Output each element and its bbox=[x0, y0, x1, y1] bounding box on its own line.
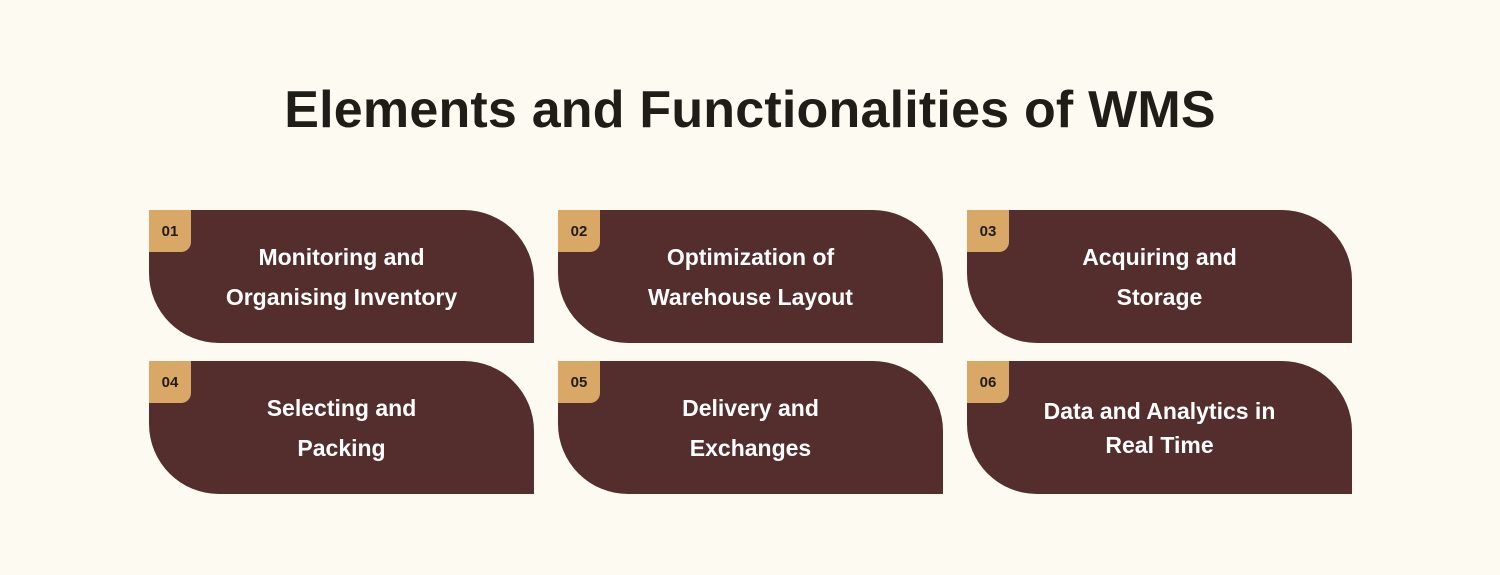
card-number-badge: 03 bbox=[967, 210, 1009, 252]
page-title: Elements and Functionalities of WMS bbox=[284, 81, 1216, 139]
card-number-badge: 02 bbox=[558, 210, 600, 252]
card-number-badge: 05 bbox=[558, 361, 600, 403]
card-label: Data and Analytics in Real Time bbox=[1043, 397, 1276, 458]
card-warehouse-layout: 02 Optimization of Warehouse Layout bbox=[558, 210, 943, 343]
card-delivery-exchanges: 05 Delivery and Exchanges bbox=[558, 361, 943, 494]
card-acquiring-storage: 03 Acquiring and Storage bbox=[967, 210, 1352, 343]
card-label: Delivery and Exchanges bbox=[682, 394, 819, 461]
card-number-badge: 06 bbox=[967, 361, 1009, 403]
card-label: Acquiring and Storage bbox=[1082, 243, 1237, 310]
card-monitoring-inventory: 01 Monitoring and Organising Inventory bbox=[149, 210, 534, 343]
card-selecting-packing: 04 Selecting and Packing bbox=[149, 361, 534, 494]
card-label: Monitoring and Organising Inventory bbox=[225, 243, 458, 310]
card-realtime-analytics: 06 Data and Analytics in Real Time bbox=[967, 361, 1352, 494]
card-label: Optimization of Warehouse Layout bbox=[648, 243, 853, 310]
card-number-badge: 01 bbox=[149, 210, 191, 252]
card-number-badge: 04 bbox=[149, 361, 191, 403]
card-label: Selecting and Packing bbox=[266, 394, 417, 461]
